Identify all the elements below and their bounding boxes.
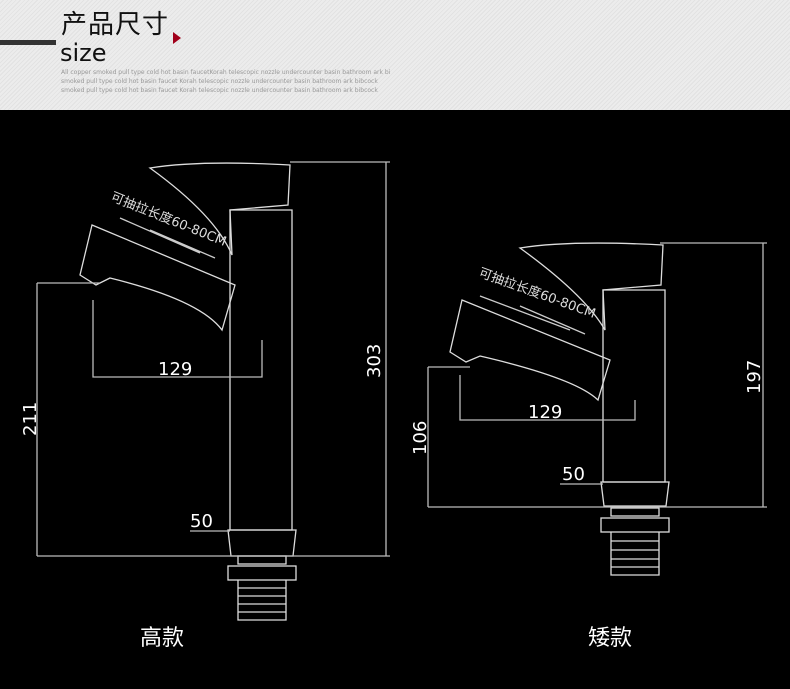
tall-reach-label: 129: [158, 359, 192, 380]
tall-pull-note: 可抽拉长度60-80CM: [109, 189, 229, 250]
description-line: All copper smoked pull type cold hot bas…: [61, 69, 391, 76]
tall-base-label: 50: [190, 511, 213, 532]
section-title: 产品尺寸: [61, 10, 170, 40]
short-spout-height-label: 106: [410, 421, 431, 455]
triangle-icon: [173, 32, 181, 44]
header-banner: 产品尺寸 size All copper smoked pull type co…: [0, 0, 790, 110]
section-subtitle: size: [60, 39, 107, 67]
tall-faucet-drawing: [36, 161, 390, 621]
short-base-label: 50: [562, 464, 585, 485]
short-faucet-drawing: [427, 242, 767, 576]
short-height-label: 197: [744, 360, 765, 394]
tall-height-label: 303: [364, 344, 385, 378]
tall-model-label: 高款: [140, 626, 185, 651]
tall-spout-height-label: 211: [20, 402, 41, 436]
header-bar: [0, 40, 56, 45]
short-reach-label: 129: [528, 402, 562, 423]
description-line: smoked pull type cold hot basin faucet K…: [61, 78, 378, 85]
description-line: smoked pull type cold hot basin faucet K…: [61, 87, 378, 94]
short-model-label: 矮款: [588, 626, 633, 651]
